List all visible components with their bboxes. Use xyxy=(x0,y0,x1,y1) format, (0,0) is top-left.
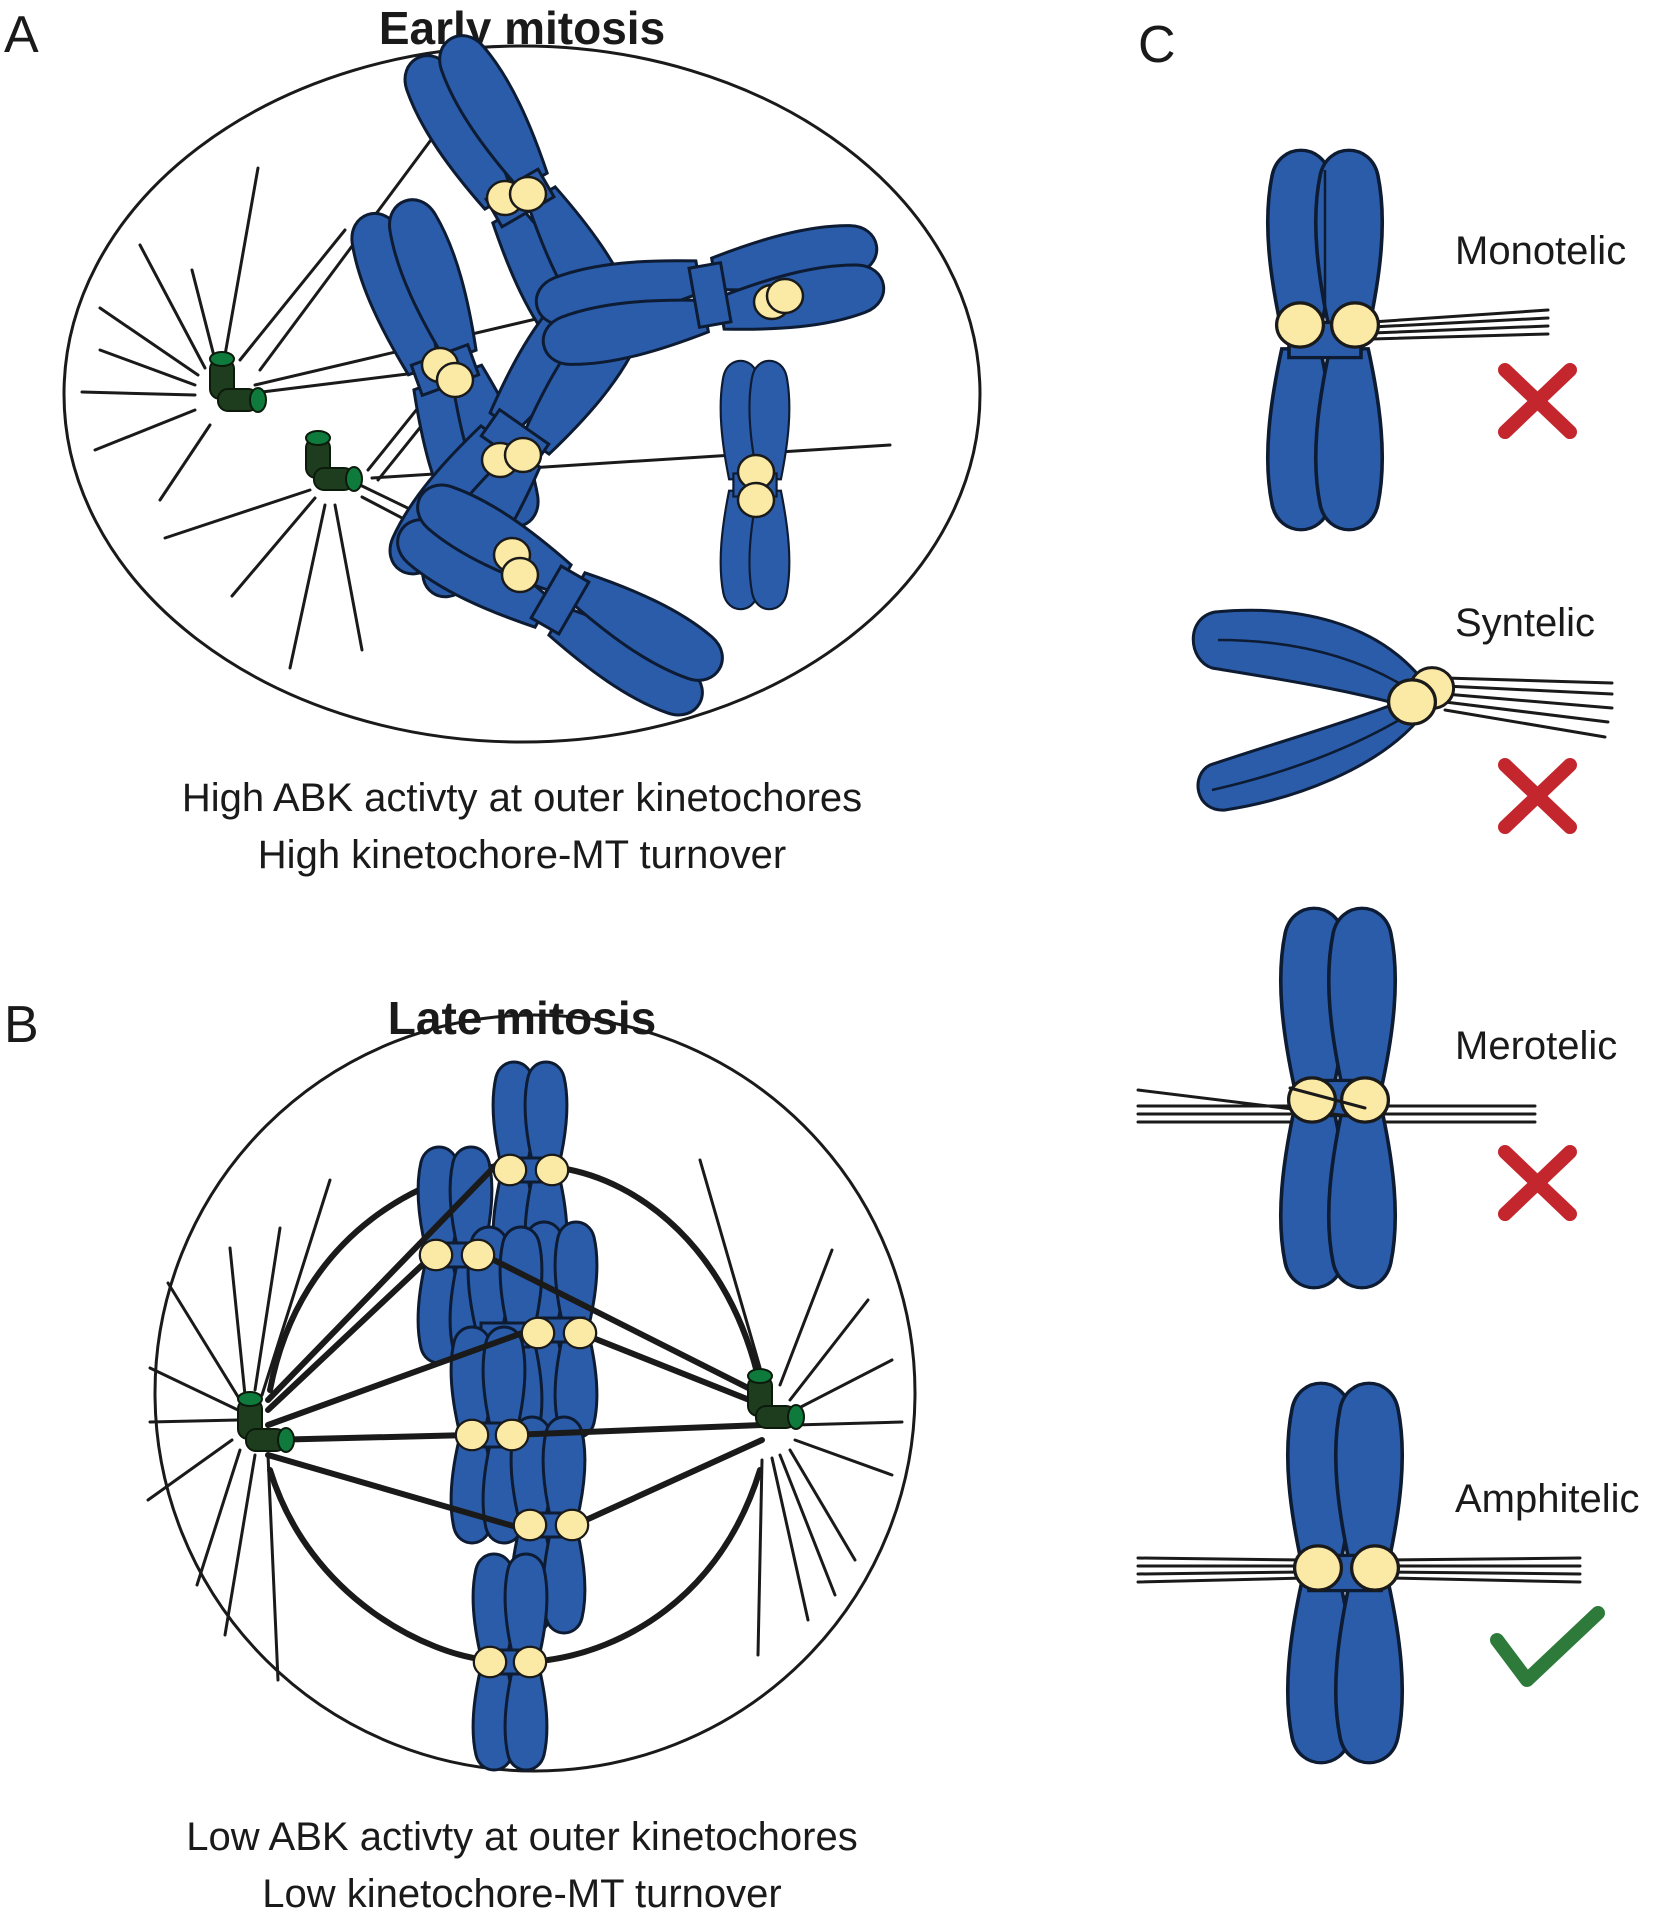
panel-a: A Early mitosis xyxy=(4,2,982,877)
centrosome-icon xyxy=(305,430,363,492)
monotelic-attachment: Monotelic xyxy=(1268,150,1626,530)
panel-b: B Late mitosis xyxy=(4,992,917,1916)
panel-a-caption-line2: High kinetochore-MT turnover xyxy=(258,833,786,877)
cell-outline-early xyxy=(62,44,982,744)
attachment-label: Monotelic xyxy=(1455,229,1626,273)
panel-b-caption-line1: Low ABK activty at outer kinetochores xyxy=(186,1815,857,1859)
spindle-arc xyxy=(267,1467,491,1663)
amphitelic-attachment: Amphitelic xyxy=(1136,1383,1640,1763)
spindle-arc xyxy=(545,1467,763,1663)
chromosome xyxy=(387,472,733,727)
x-mark-icon xyxy=(1498,363,1577,439)
panel-b-caption-line2: Low kinetochore-MT turnover xyxy=(262,1872,782,1916)
centrosome-icon xyxy=(747,1368,805,1430)
attachment-label: Syntelic xyxy=(1455,601,1595,645)
attachment-label: Merotelic xyxy=(1455,1024,1617,1068)
panel-a-caption-line1: High ABK activty at outer kinetochores xyxy=(182,776,862,820)
panel-b-letter: B xyxy=(4,996,39,1054)
syntelic-attachment: Syntelic xyxy=(1191,601,1614,834)
attachment-label: Amphitelic xyxy=(1455,1477,1640,1521)
cell-outline-late xyxy=(153,1013,917,1773)
kinetochore-microtubules-late xyxy=(265,1160,765,1531)
merotelic-attachment: Merotelic xyxy=(1136,908,1617,1288)
astral-microtubules-early xyxy=(80,123,444,670)
astral-microtubules-late-left xyxy=(146,1178,332,1682)
x-mark-icon xyxy=(1498,1145,1577,1221)
centrosome-icon xyxy=(209,351,267,413)
panel-b-title: Late mitosis xyxy=(388,992,656,1044)
astral-microtubules-late-right xyxy=(698,1158,904,1657)
checkmark-icon xyxy=(1490,1606,1605,1687)
panel-c-letter: C xyxy=(1138,16,1176,74)
panel-a-letter: A xyxy=(4,6,39,64)
panel-c: C Monotelic xyxy=(1136,16,1640,1763)
x-mark-icon xyxy=(1498,758,1577,834)
spindle-arc xyxy=(557,1165,763,1388)
